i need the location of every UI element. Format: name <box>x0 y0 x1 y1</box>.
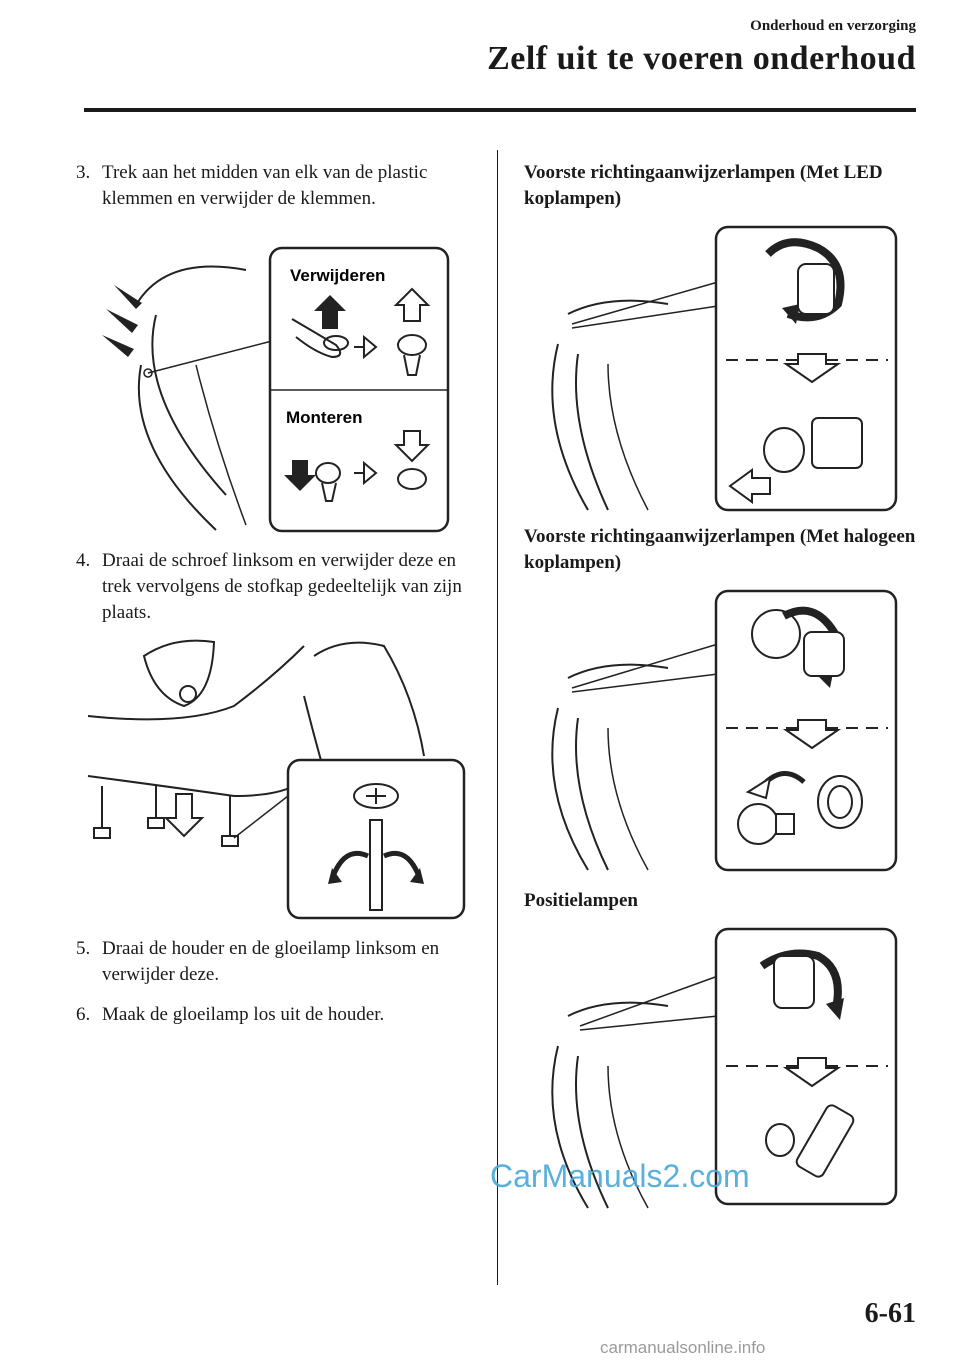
watermark-logo: CarManuals2.com <box>490 1158 750 1194</box>
header-rule <box>84 108 916 112</box>
step-4: 4. Draai de schroef linksom en verwijder… <box>76 548 476 626</box>
section-label: Onderhoud en verzorging <box>750 18 916 34</box>
step-text: Maak de gloeilamp los uit de houder. <box>102 1004 385 1025</box>
label-install: Monteren <box>286 408 363 427</box>
step-text: Draai de houder en de gloeilamp linksom … <box>102 938 440 985</box>
label-remove: Verwijderen <box>290 266 385 285</box>
step-5: 5. Draai de houder en de gloeilamp links… <box>76 936 476 988</box>
heading-position-lamps: Positielampen <box>524 890 638 911</box>
step-text: Draai de schroef linksom en verwijder de… <box>102 550 462 623</box>
clip-removal-figure: Verwijderen Monteren <box>96 245 452 535</box>
screw-removal-figure <box>84 636 470 926</box>
page-number: 6-61 <box>864 1298 916 1329</box>
position-lamp-figure <box>548 926 900 1212</box>
step-number: 5. <box>76 938 91 959</box>
step-3: 3. Trek aan het midden van elk van de pl… <box>76 160 476 212</box>
step-number: 3. <box>76 162 91 183</box>
step-6: 6. Maak de gloeilamp los uit de houder. <box>76 1002 476 1028</box>
led-turn-signal-figure <box>548 224 900 514</box>
heading-led-turn-signal: Voorste richtingaanwijzerlampen (Met LED… <box>524 162 883 209</box>
footer-site: carmanualsonline.info <box>600 1338 766 1357</box>
column-divider <box>497 150 498 1285</box>
halogen-turn-signal-figure <box>548 588 900 874</box>
step-text: Trek aan het midden van elk van de plast… <box>102 162 428 209</box>
step-number: 4. <box>76 550 91 571</box>
page-title: Zelf uit te voeren onderhoud <box>487 40 916 77</box>
step-number: 6. <box>76 1004 91 1025</box>
heading-halogen-turn-signal: Voorste richtingaanwijzerlampen (Met hal… <box>524 526 916 573</box>
